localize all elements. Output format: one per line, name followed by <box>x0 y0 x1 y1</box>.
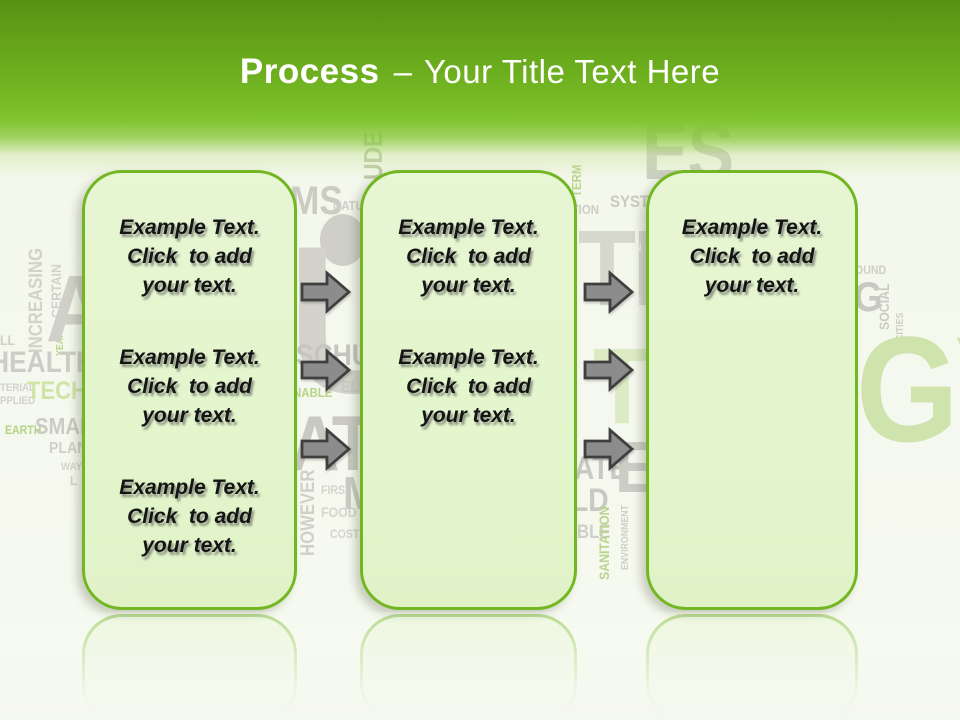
bg-word-g: G <box>854 273 883 320</box>
process-arrow-icon <box>583 269 635 315</box>
bg-word-t: T <box>593 325 652 446</box>
bg-circle-shape <box>320 214 366 266</box>
bg-word-health: HEALTH <box>0 346 96 379</box>
process-step-1[interactable]: Example Text. Click to add your text. Exa… <box>82 170 297 610</box>
process-arrow-icon <box>300 426 352 472</box>
bg-word-first: FIRST <box>321 483 352 497</box>
bg-word-le: LE <box>628 296 642 310</box>
title-dash: – <box>393 53 412 90</box>
bg-word-gy: GY <box>856 305 960 473</box>
title-keyword: Process <box>239 52 380 91</box>
bg-word-ld: LD <box>571 482 609 518</box>
bg-word-pplied: PPLIED <box>0 395 35 407</box>
bg-word-way: WAY <box>61 461 83 473</box>
bg-word-nable: NABLE <box>293 385 333 400</box>
text-placeholder[interactable]: Example Text. Click to add your text. <box>119 346 260 427</box>
slide-title: Process – Your Title Text Here <box>0 0 960 92</box>
bg-word-earth: EARTH <box>5 423 42 437</box>
process-step-3[interactable]: Example Text. Click to add your text. <box>646 170 858 610</box>
bg-word-food: FOOD <box>321 504 357 520</box>
title-text: Your Title Text Here <box>423 53 721 90</box>
bg-word-ound: OUND <box>855 263 887 277</box>
reflection-fade-overlay <box>0 612 960 720</box>
bg-word-ble: BLE <box>577 522 611 543</box>
bg-word-ms: MS <box>290 179 343 223</box>
text-placeholder[interactable]: Example Text. Click to add your text. <box>119 216 260 297</box>
slide-header-band: Process – Your Title Text Here <box>0 0 960 178</box>
bg-word-ll: LL <box>0 332 16 348</box>
bg-word-terial: TERIAL <box>0 382 35 394</box>
text-placeholder[interactable]: Example Text. Click to add your text. <box>681 216 823 297</box>
process-arrow-icon <box>300 269 352 315</box>
bg-word-on: ON <box>627 242 642 254</box>
process-arrow-icon <box>583 426 635 472</box>
text-placeholder[interactable]: Example Text. Click to add your text. <box>398 216 539 297</box>
text-placeholder[interactable]: Example Text. Click to add your text. <box>398 346 539 427</box>
bg-word-el: EL <box>341 379 359 396</box>
text-placeholder[interactable]: Example Text. Click to add your text. <box>119 476 260 557</box>
process-arrow-icon <box>300 347 352 393</box>
process-step-2[interactable]: Example Text. Click to add your text. Exa… <box>360 170 577 610</box>
bg-word-l: L <box>70 473 77 488</box>
bg-word-costs: COSTS <box>330 527 367 541</box>
process-arrow-icon <box>583 347 635 393</box>
